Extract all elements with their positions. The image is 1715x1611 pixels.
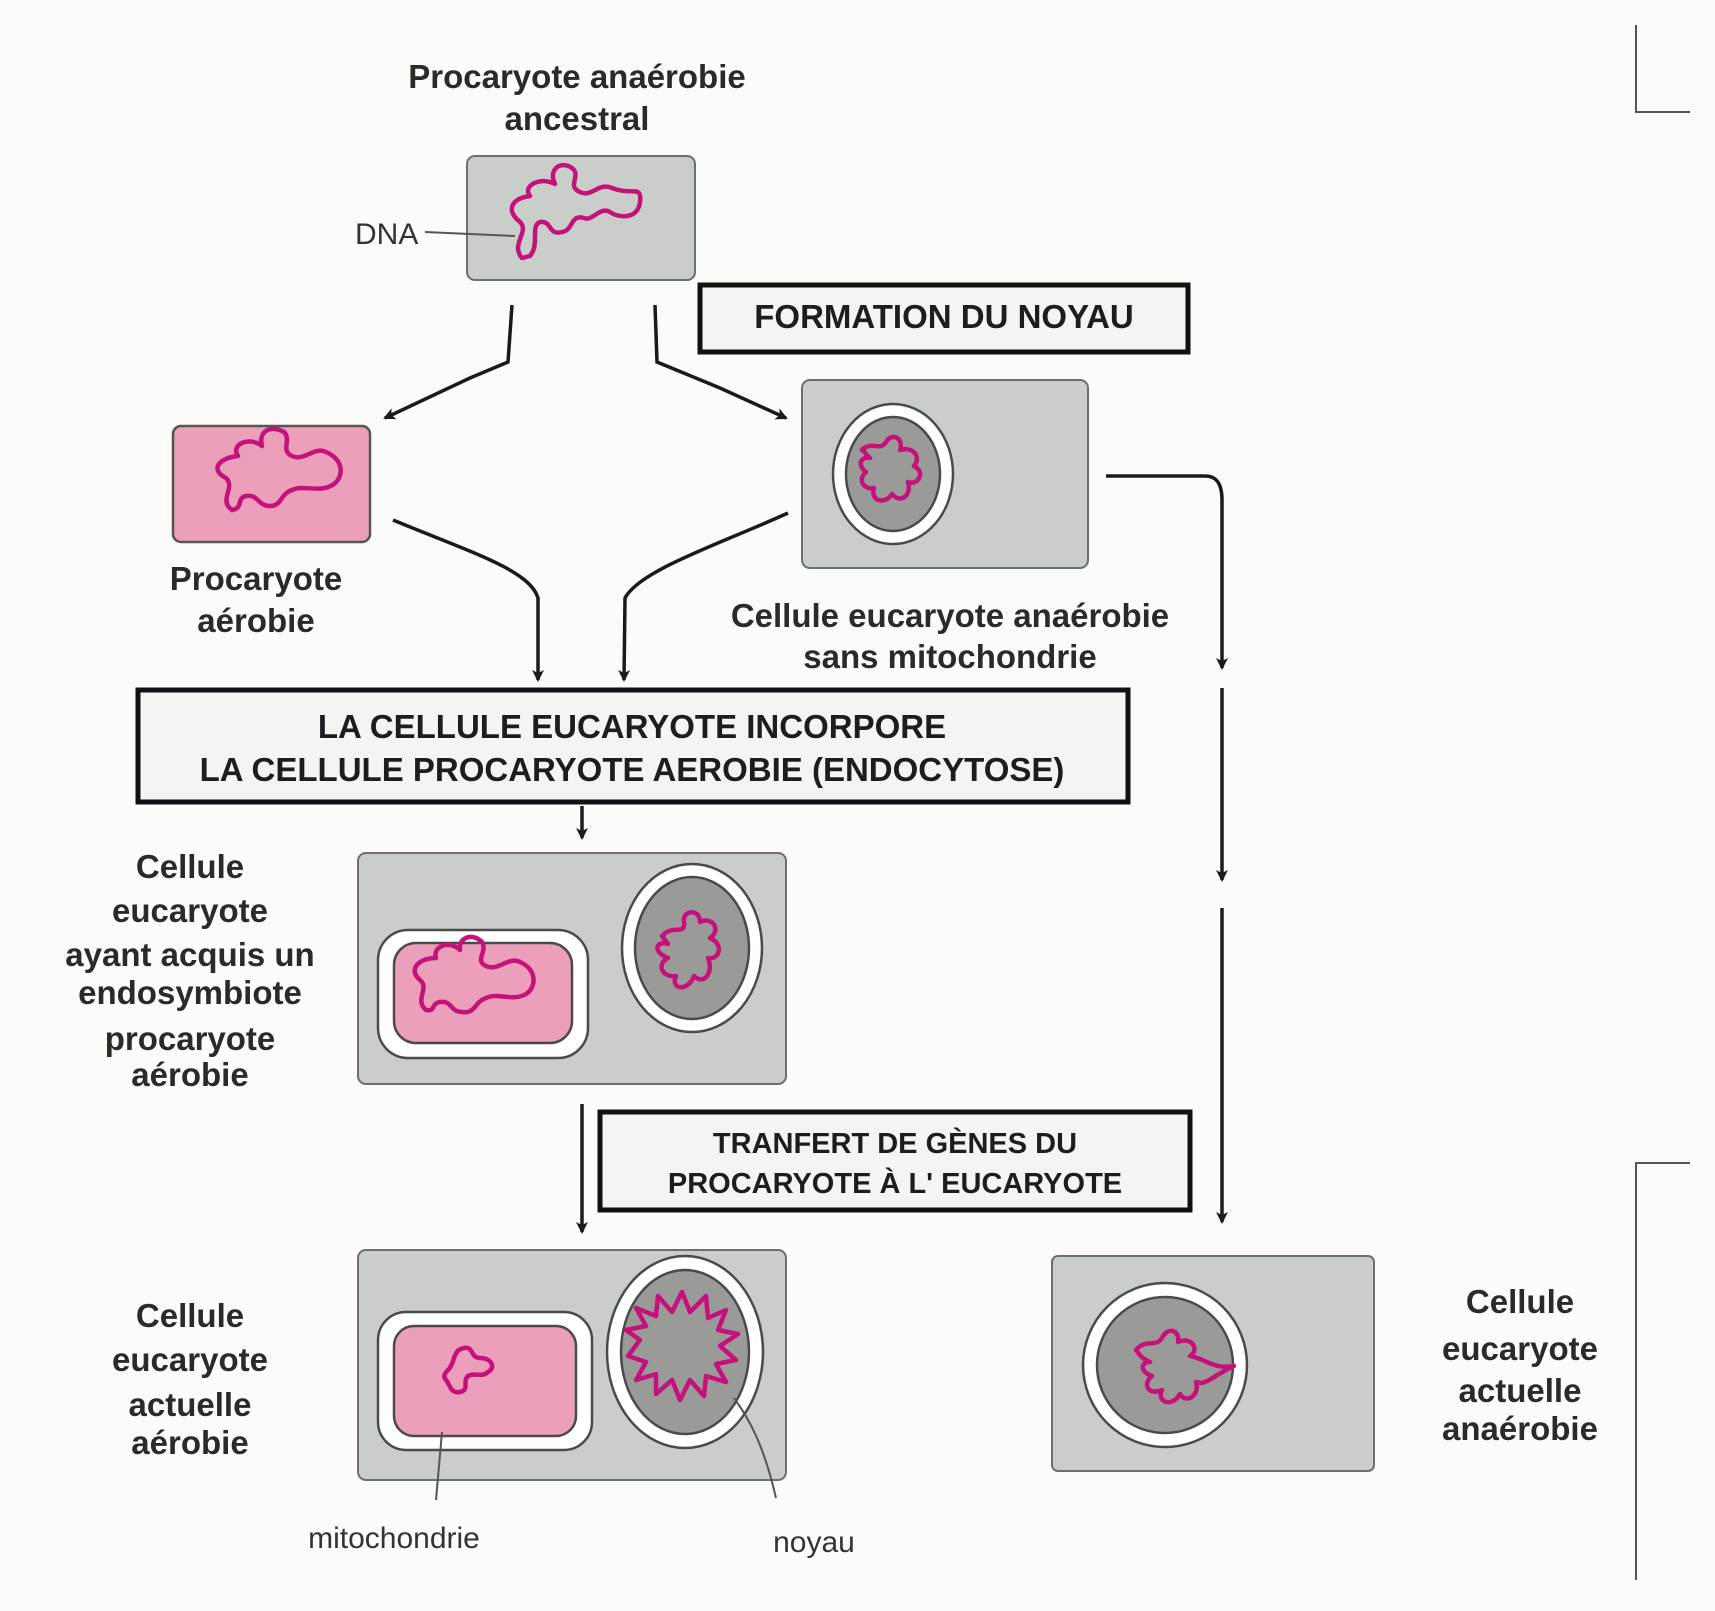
arrow-aerobic-to-endocytosis (392, 518, 544, 682)
gene-transfer-text-line2: PROCARYOTE À L' EUCARYOTE (668, 1166, 1122, 1200)
corner-mark-bottom (1635, 1162, 1690, 1580)
step-endocytosis: LA CELLULE EUCARYOTE INCORPORE LA CELLUL… (135, 687, 1131, 805)
anaerobic-euk-label-line1: Cellule eucaryote anaérobie (731, 597, 1169, 634)
endosymbiont-label-line1: Cellule (136, 848, 244, 885)
modern-aerobic-eukaryote: Cellule eucaryote actuelle aérobie mitoc… (112, 1249, 855, 1559)
endocytosis-box (135, 687, 1131, 805)
mito-leader-line (435, 1431, 443, 1501)
step-gene-transfer: TRANFERT DE GÈNES DU PROCARYOTE À L' EUC… (597, 1109, 1193, 1213)
endosymbiont-label-line2: eucaryote (112, 892, 268, 929)
modern-aerobic-label-line2: eucaryote (112, 1341, 268, 1378)
endosymbiont-label-line3: ayant acquis un (65, 936, 314, 973)
ancestral-dna (509, 162, 643, 261)
endocytosis-text-line1: LA CELLULE EUCARYOTE INCORPORE (318, 708, 946, 745)
arrow-to-aerobic (383, 304, 514, 420)
mitochondrie-label: mitochondrie (308, 1522, 480, 1555)
modern-aerobic-label-line3: actuelle (129, 1386, 252, 1423)
endosymbiont-nucleus-dna (655, 910, 721, 990)
aerobic-label-line1: Procaryote (170, 560, 342, 597)
modern-anaerobic-label-line1: Cellule (1466, 1283, 1574, 1320)
endosymbiont-label-line4: endosymbiote (78, 974, 302, 1011)
aerobic-prokaryote: Procaryote aérobie (170, 424, 372, 639)
aerobic-cell (171, 424, 372, 544)
modern-anaerobic-label-line3: actuelle (1459, 1372, 1582, 1409)
nucleus-leader-line (733, 1397, 777, 1499)
gene-transfer-text-line1: TRANFERT DE GÈNES DU (713, 1126, 1077, 1160)
arrow-right-segment-1 (1106, 474, 1228, 670)
modern-anaerobic-label-line2: eucaryote (1442, 1330, 1598, 1367)
endosymbiont-prok-dna (412, 934, 536, 1015)
endosymbiont-nucleus (633, 875, 751, 1021)
modern-mitochondrion (392, 1324, 578, 1438)
gene-transfer-box (597, 1109, 1193, 1213)
ancestral-prokaryote: Procaryote anaérobie ancestral DNA (355, 58, 746, 281)
anaerobic-eukaryote: Cellule eucaryote anaérobie sans mitocho… (731, 379, 1169, 675)
modern-anaerobic-label-line4: anaérobie (1442, 1410, 1598, 1447)
anaerobic-euk-label-line2: sans mitochondrie (803, 638, 1096, 675)
ancestral-title-line1: Procaryote anaérobie (408, 58, 745, 95)
modern-mito-dna (442, 1345, 495, 1395)
modern-aerobic-label-line1: Cellule (136, 1297, 244, 1334)
modern-anaerobic-eukaryote: Cellule eucaryote actuelle anaérobie (1051, 1255, 1598, 1472)
modern-nucleus-dna (623, 1289, 741, 1403)
modern-aerobic-label-line4: aérobie (131, 1424, 248, 1461)
nucleus-formation-box (697, 282, 1191, 355)
endosymbiont-label-line6: aérobie (131, 1056, 248, 1093)
nucleus-formation-text: FORMATION DU NOYAU (754, 298, 1134, 335)
arrow-anaerobic-to-endocytosis (618, 511, 789, 682)
anaerobic-euk-nucleus (844, 415, 942, 533)
anaerobic-euk-dna (858, 434, 923, 503)
ancestral-title-line2: ancestral (505, 100, 650, 137)
endocytosis-text-line2: LA CELLULE PROCARYOTE AEROBIE (ENDOCYTOS… (200, 751, 1065, 788)
dna-leader-line (424, 231, 516, 237)
arrow-to-anaerobic-euk (653, 304, 788, 420)
aerobic-dna (215, 426, 343, 513)
noyau-label: noyau (773, 1526, 855, 1559)
corner-mark-top (1635, 25, 1690, 113)
modern-nucleus (619, 1268, 751, 1436)
step-nucleus-formation: FORMATION DU NOYAU (697, 282, 1191, 355)
dna-label: DNA (355, 218, 418, 251)
endosymbiont-eukaryote: Cellule eucaryote ayant acquis un endosy… (65, 848, 787, 1093)
aerobic-label-line2: aérobie (197, 602, 314, 639)
modern-anaerobic-dna (1133, 1328, 1237, 1405)
endosymbiont-label-line5: procaryote (105, 1020, 276, 1057)
